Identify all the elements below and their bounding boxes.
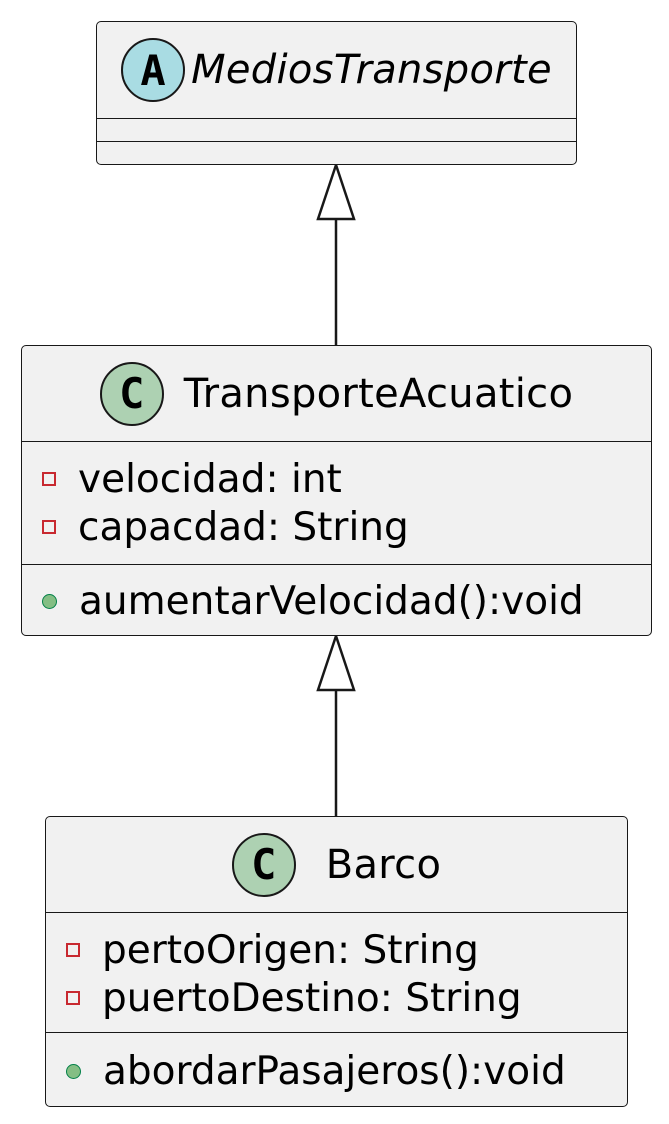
public-visibility-icon [66,1063,81,1079]
class-name: TransporteAcuatico [183,370,574,417]
field-text: puertoDestino: String [102,975,522,1021]
class-box-medios-transporte[interactable]: A MediosTransporte [96,21,577,165]
private-visibility-icon [66,991,80,1005]
field-row: velocidad: int [42,455,342,503]
class-box-transporte-acuatico[interactable]: C TransporteAcuatico velocidad: int capa… [21,345,652,636]
inheritance-arrowhead [316,632,356,692]
method-text: aumentarVelocidad():void [79,578,584,624]
field-text: pertoOrigen: String [102,927,479,973]
methods-divider [46,1032,627,1033]
class-header: A MediosTransporte [97,22,576,118]
inheritance-edge-barco-to-transporte [316,632,356,816]
class-name: MediosTransporte [191,47,552,93]
method-row: aumentarVelocidad():void [42,577,584,625]
field-row: pertoOrigen: String [66,926,479,974]
class-header: C TransporteAcuatico [22,346,651,441]
public-visibility-icon [42,593,57,609]
abstract-class-icon: A [121,38,186,102]
inheritance-edge-transporte-to-medios [316,161,356,345]
methods-divider [97,141,576,142]
fields-divider [46,912,627,913]
class-name: Barco [325,841,442,888]
field-text: capacdad: String [78,504,409,550]
method-text: abordarPasajeros():void [103,1048,566,1094]
method-row: abordarPasajeros():void [66,1047,566,1095]
field-row: puertoDestino: String [66,974,522,1022]
private-visibility-icon [42,472,56,486]
private-visibility-icon [42,520,56,534]
fields-divider [22,441,651,442]
field-row: capacdad: String [42,503,409,551]
inheritance-arrowhead [316,161,356,221]
fields-divider [97,118,576,119]
class-box-barco[interactable]: C Barco pertoOrigen: String puertoDestin… [45,816,628,1107]
class-header: C Barco [46,817,627,912]
private-visibility-icon [66,943,80,957]
methods-divider [22,564,651,565]
class-icon: C [99,361,164,426]
class-icon: C [231,832,296,897]
field-text: velocidad: int [78,456,342,502]
